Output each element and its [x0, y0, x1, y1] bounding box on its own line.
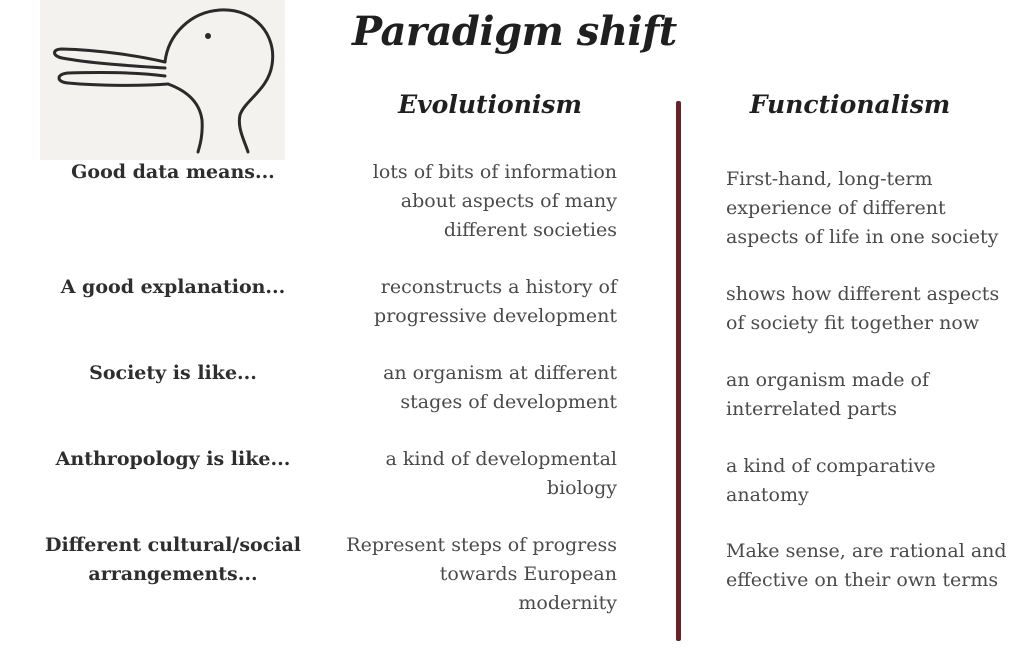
row-label-good-explanation: A good explanation...	[60, 276, 286, 298]
evolutionism-cell-society: an organism at different stages of devel…	[383, 362, 617, 413]
evolutionism-cell-good-explanation: reconstructs a history of progressive de…	[374, 276, 617, 327]
evolutionism-cell-arrangements: Represent steps of progress towards Euro…	[346, 534, 617, 614]
evolutionism-cell-good-data: lots of bits of information about aspect…	[372, 161, 617, 241]
row-label-society: Society is like...	[89, 362, 257, 384]
functionalism-cell-arrangements: Make sense, are rational and effective o…	[726, 540, 1007, 591]
row-label-good-data: Good data means...	[71, 161, 275, 183]
functionalism-cell-anthropology: a kind of comparative anatomy	[726, 455, 936, 506]
row-label-arrangements: Different cultural/social arrangements..…	[44, 534, 302, 585]
column-header-functionalism: Functionalism	[749, 90, 951, 119]
evolutionism-cell-anthropology: a kind of developmental biology	[385, 448, 617, 499]
column-divider	[676, 101, 681, 641]
functionalism-cell-good-explanation: shows how different aspects of society f…	[726, 283, 1000, 334]
page-title: Paradigm shift	[352, 8, 677, 55]
column-header-evolutionism: Evolutionism	[398, 90, 582, 119]
row-label-anthropology: Anthropology is like...	[55, 448, 291, 470]
functionalism-cell-society: an organism made of interrelated parts	[726, 369, 929, 420]
duck-rabbit-illusion-icon	[40, 0, 285, 160]
functionalism-cell-good-data: First-hand, long-term experience of diff…	[726, 168, 999, 248]
